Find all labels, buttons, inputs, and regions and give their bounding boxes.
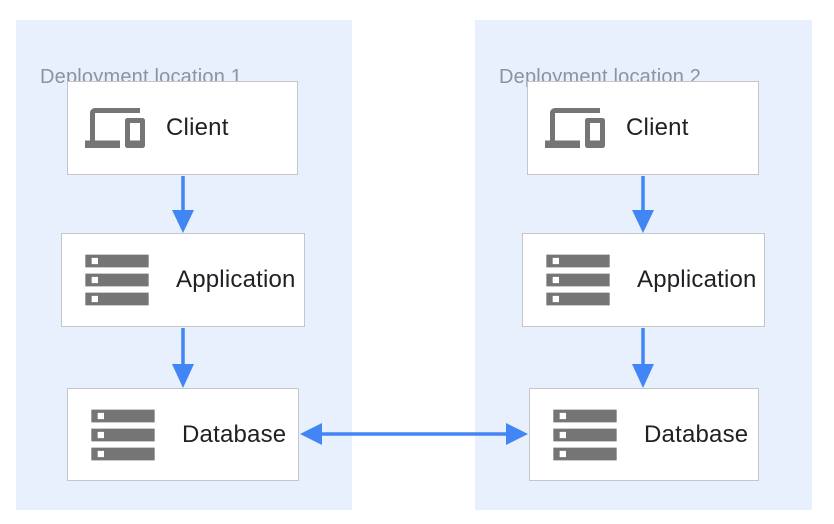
node-label: Application bbox=[637, 266, 757, 293]
devices-icon bbox=[545, 98, 605, 158]
deployment-location-2-panel: Deployment location 2 Client Application bbox=[475, 20, 812, 510]
application-node-2: Application bbox=[522, 233, 765, 327]
node-label: Application bbox=[176, 266, 296, 293]
node-label: Client bbox=[626, 114, 689, 141]
deployment-location-1-panel: Deployment location 1 Client Application bbox=[16, 20, 352, 510]
client-node-1: Client bbox=[67, 81, 298, 175]
storage-icon bbox=[547, 397, 623, 473]
database-node-2: Database bbox=[529, 388, 759, 481]
storage-icon bbox=[85, 397, 161, 473]
node-label: Database bbox=[644, 420, 749, 448]
node-label: Client bbox=[166, 114, 229, 141]
storage-icon bbox=[79, 242, 155, 318]
node-label: Database bbox=[182, 420, 287, 448]
devices-icon bbox=[85, 98, 145, 158]
database-node-1: Database bbox=[67, 388, 299, 481]
client-node-2: Client bbox=[527, 81, 759, 175]
application-node-1: Application bbox=[61, 233, 305, 327]
storage-icon bbox=[540, 242, 616, 318]
